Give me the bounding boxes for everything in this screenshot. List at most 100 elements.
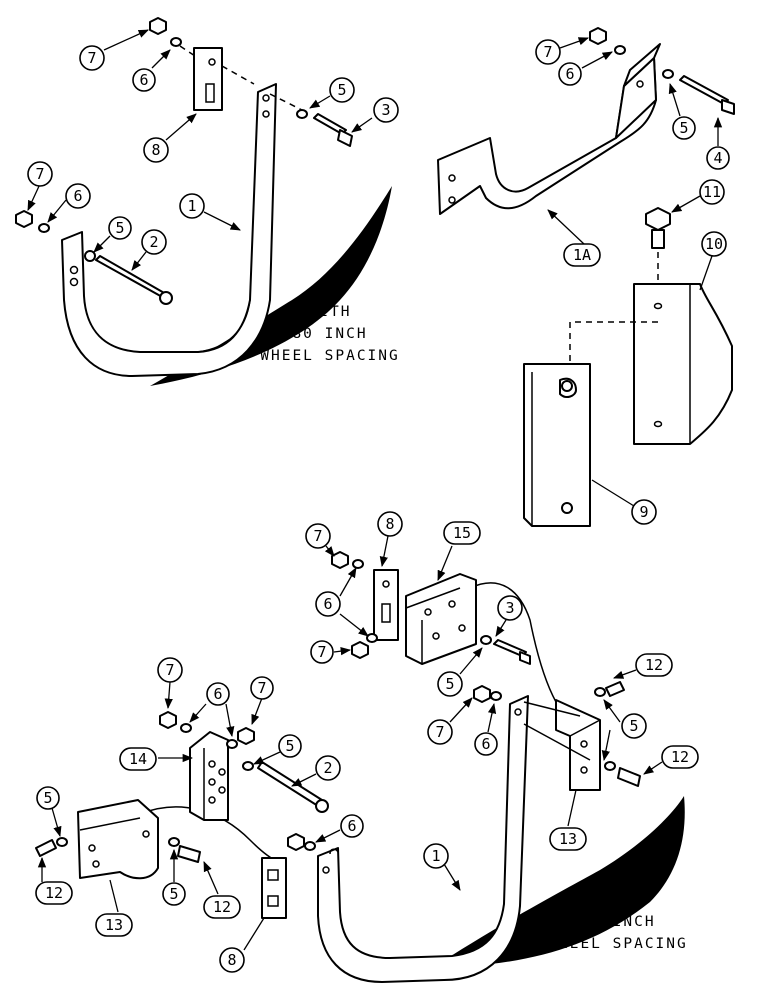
callout-bubble: 5 [253, 734, 302, 765]
callout-label: 10 [705, 235, 723, 253]
callout-bubble: 14 [119, 747, 194, 771]
shield-assembly [523, 207, 733, 527]
caption-80-line-3: WHEEL SPACING [260, 348, 400, 364]
callout-label: 6 [565, 65, 574, 83]
caption-90-line-3: WHEEL SPACING [548, 936, 688, 952]
callout-label: 13 [559, 830, 577, 848]
callout-label: 5 [629, 717, 638, 735]
callout-bubble: 13 [549, 789, 587, 851]
callout-bubble: 13 [95, 879, 133, 937]
callout-bubble: 11 [671, 179, 725, 213]
callout-label: 4 [713, 149, 722, 167]
callout-bubble: 2 [131, 229, 167, 271]
callout-bubble: 6 [47, 183, 91, 223]
callout-bubble: 8 [143, 113, 197, 163]
callout-label: 7 [35, 165, 44, 183]
callout-label: 9 [639, 503, 648, 521]
callout-label: 5 [337, 81, 346, 99]
callout-label: 5 [43, 789, 52, 807]
callout-bubble: 1A [547, 209, 601, 267]
callout-bubble: 6 [189, 682, 235, 738]
callout-bubble: 10 [699, 231, 727, 291]
callout-label: 11 [703, 183, 721, 201]
callout-label: 5 [285, 737, 294, 755]
callout-label: 7 [313, 527, 322, 545]
callout-label: 1 [431, 847, 440, 865]
callout-bubble: 8 [377, 511, 403, 568]
callout-label: 6 [481, 735, 490, 753]
bracket-1a-assembly [437, 27, 735, 215]
callout-label: 7 [543, 43, 552, 61]
callout-bubble: 7 [79, 29, 149, 71]
callout-bubble: 7 [27, 161, 53, 211]
callout-label: 8 [151, 141, 160, 159]
callout-label: 3 [381, 101, 390, 119]
caption-80-inch: WITH 80 INCH WHEEL SPACING [260, 304, 400, 364]
callout-bubble: 5 [36, 786, 62, 837]
callout-bubble: 2 [291, 755, 341, 787]
callout-label: 7 [87, 49, 96, 67]
caption-90-line-1: WITH [597, 892, 640, 908]
callout-label: 15 [453, 524, 471, 542]
axle-extension-90-inch [35, 551, 685, 983]
callout-label: 6 [323, 595, 332, 613]
callout-label: 12 [45, 884, 63, 902]
callout-bubble: 6 [315, 567, 369, 637]
callout-label: 1A [573, 246, 591, 264]
callout-label: 1 [187, 197, 196, 215]
callout-bubble: 12 [613, 653, 673, 679]
callout-bubble: 7 [157, 657, 183, 710]
callout-bubble: 5 [601, 699, 647, 762]
callout-bubble: 15 [437, 521, 481, 581]
callout-label: 3 [505, 599, 514, 617]
callout-bubble: 3 [351, 97, 399, 133]
callout-bubble: 5 [309, 77, 355, 109]
callout-label: 12 [645, 656, 663, 674]
callout-label: 6 [139, 71, 148, 89]
callout-bubble: 1 [423, 843, 461, 891]
callout-bubble: 1 [179, 193, 241, 231]
callout-bubble: 7 [535, 37, 589, 65]
caption-90-inch: WITH 90 INCH WHEEL SPACING [548, 892, 688, 952]
callout-bubble: 7 [427, 697, 473, 745]
callout-label: 5 [115, 219, 124, 237]
callout-label: 6 [213, 685, 222, 703]
callout-bubble: 12 [35, 856, 73, 905]
callout-bubble: 6 [132, 49, 171, 92]
callout-label: 8 [385, 515, 394, 533]
caption-90-line-2: 90 INCH [580, 914, 655, 930]
callout-label: 8 [227, 951, 236, 969]
callout-bubble: 5 [437, 647, 483, 697]
callout-bubble: 5 [668, 83, 696, 140]
callout-label: 14 [129, 750, 147, 768]
callout-label: 5 [679, 119, 688, 137]
callout-label: 6 [347, 817, 356, 835]
caption-80-line-2: 80 INCH [292, 326, 367, 342]
caption-80-line-1: WITH [309, 304, 352, 320]
callout-bubble: 6 [558, 51, 613, 86]
callout-bubble: 12 [643, 745, 699, 775]
callout-label: 12 [671, 748, 689, 766]
callout-bubble: 6 [315, 814, 364, 843]
callout-label: 7 [317, 643, 326, 661]
callout-bubble: 5 [93, 216, 132, 253]
callout-label: 5 [169, 885, 178, 903]
callout-label: 2 [149, 233, 158, 251]
callout-label: 12 [213, 898, 231, 916]
callout-label: 7 [435, 723, 444, 741]
callout-bubble: 9 [591, 479, 657, 525]
callout-label: 13 [105, 916, 123, 934]
callout-bubble: 4 [706, 116, 730, 170]
callout-label: 2 [323, 759, 332, 777]
callout-label: 6 [73, 187, 82, 205]
axle-extension-80-inch [15, 17, 392, 386]
callout-label: 7 [257, 679, 266, 697]
callout-bubble: 5 [162, 848, 186, 906]
callout-bubble: 8 [219, 917, 265, 973]
callout-bubble: 7 [250, 676, 274, 725]
callout-label: 7 [165, 661, 174, 679]
callout-bubble: 6 [474, 702, 498, 756]
callout-bubble: 12 [203, 861, 241, 919]
callout-bubble: 7 [305, 523, 335, 557]
